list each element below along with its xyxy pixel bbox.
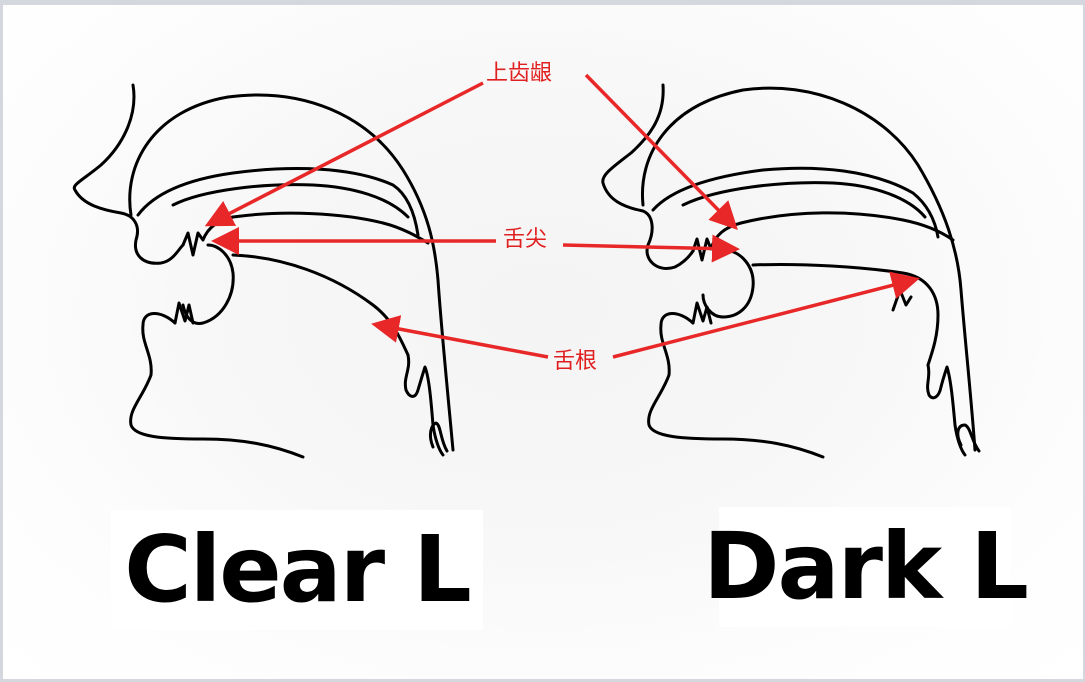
dark-l-larynx — [956, 423, 981, 453]
dark-l-tongue-root-mark — [891, 288, 913, 312]
dark-l-pharynx — [926, 363, 967, 457]
clear-l-palate-upper — [171, 183, 410, 219]
dark-l-hard-palate — [739, 211, 955, 242]
arrow-tongue-tip-right — [562, 234, 740, 263]
dark-l-nose — [601, 83, 695, 270]
clear-l-tongue-body — [231, 253, 410, 357]
dark-l-upper-teeth — [691, 221, 743, 262]
dark-l-chin — [647, 312, 825, 459]
dark-l-palate-upper — [681, 181, 927, 219]
arrow-upper-gum-right — [584, 73, 738, 230]
tongue-position-diagram — [72, 73, 981, 459]
clear-l-sketch — [72, 83, 455, 459]
dark-l-skull-outline — [640, 86, 977, 452]
arrow-tongue-root-right — [612, 271, 920, 359]
arrow-upper-gum-left — [204, 81, 484, 227]
clear-l-larynx — [428, 421, 449, 453]
annotation-tongue-root: 舌根 — [553, 349, 598, 374]
clear-l-hard-palate — [231, 211, 430, 245]
clear-l-nose — [72, 83, 185, 265]
clear-l-chin — [129, 312, 305, 459]
clear-l-nasal-cavity — [136, 167, 420, 237]
clear-l-lower-teeth — [173, 301, 195, 325]
clear-l-skull-outline — [128, 93, 455, 452]
clear-l-upper-teeth — [181, 215, 235, 257]
clear-l-pharynx — [403, 353, 445, 457]
clear-l-label: Clear L — [111, 510, 483, 630]
dark-l-tongue-tip — [701, 248, 755, 319]
diagram-canvas: 上齿龈 舌尖 舌根 Clear L Dark L — [3, 5, 1083, 679]
dark-l-sketch — [601, 83, 981, 459]
arrow-tongue-root-left — [371, 315, 549, 359]
annotation-upper-gum: 上齿龈 — [486, 61, 553, 86]
dark-l-label: Dark L — [703, 507, 1029, 627]
annotation-tongue-tip: 舌尖 — [503, 227, 548, 252]
dark-l-lower-teeth — [691, 301, 713, 325]
dark-l-nasal-cavity — [651, 166, 940, 239]
annotation-arrows — [204, 73, 920, 359]
